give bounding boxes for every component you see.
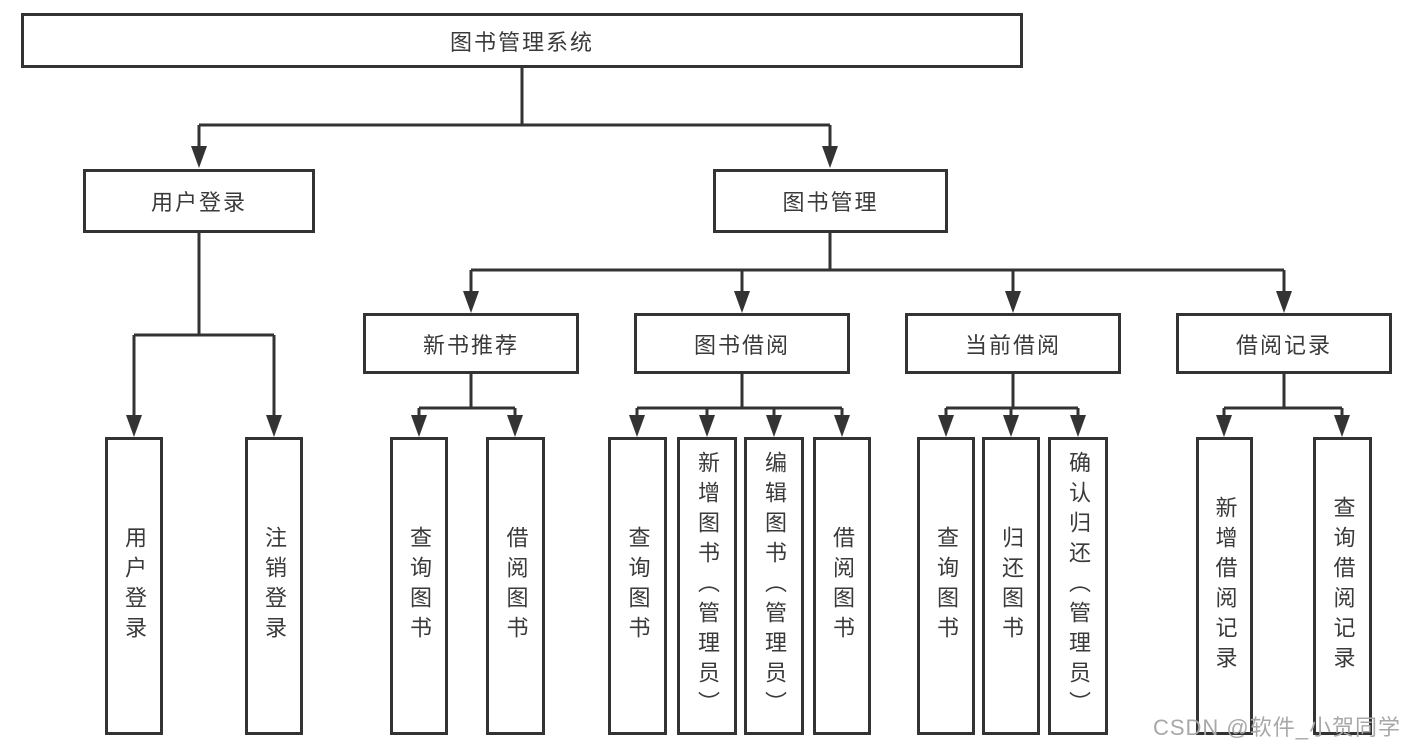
node-current-borrowing: 当前借阅 [905,313,1121,374]
arrowhead [1003,415,1019,437]
node-label: 借阅图书 [503,526,529,646]
leaf-query-books: 查询图书 [390,437,448,735]
branch-borrowing-records [1216,374,1350,437]
node-label: 注销登录 [262,526,287,646]
branch-current-borrowing [938,374,1086,437]
node-label: 借阅图书 [830,526,855,646]
branch-book-borrowing [629,374,850,437]
node-label: 新增借阅记录 [1212,496,1238,676]
arrowhead [411,415,427,437]
arrowhead [938,415,954,437]
node-label: 图书借阅 [693,332,790,358]
arrowhead [507,415,523,437]
node-new-book-recommendation: 新书推荐 [363,313,579,374]
arrowhead [1070,415,1086,437]
leaf-confirm-return-admin: 确认归还（管理员） [1048,437,1108,735]
node-label: 编辑图书（管理员） [762,451,787,721]
leaf-borrow-books: 借阅图书 [486,437,545,735]
branch-new-book-recommendation [411,374,523,437]
arrowhead [266,415,282,437]
node-library-management-system: 图书管理系统 [21,13,1023,68]
leaf-query-books-current: 查询图书 [917,437,975,735]
leaf-query-borrow-record: 查询借阅记录 [1313,437,1372,735]
arrowhead [766,415,782,437]
node-book-management: 图书管理 [713,169,948,233]
csdn-watermark: CSDN @软件_小贺同学 [1152,715,1401,740]
branch-user-login [126,233,282,437]
node-label: 新书推荐 [422,332,519,358]
arrowhead [126,415,142,437]
node-label: 新增图书（管理员） [695,451,720,721]
node-label: 图书管理 [782,190,879,215]
arrowhead [629,415,645,437]
branch-book-management [463,233,1292,313]
leaf-add-borrow-record: 新增借阅记录 [1196,437,1253,735]
arrowhead [191,146,207,168]
arrowhead [822,146,838,168]
node-label: 用户登录 [150,190,247,215]
leaf-query-books-borrow: 查询图书 [608,437,667,735]
arrowhead [463,291,479,313]
leaf-logout: 注销登录 [245,437,303,735]
node-label: 查询图书 [407,526,432,646]
node-label: 当前借阅 [964,332,1061,358]
branch-root [191,68,838,168]
arrowhead [1216,415,1232,437]
leaf-edit-books-admin: 编辑图书（管理员） [744,437,804,735]
arrowhead [1005,291,1021,313]
node-book-borrowing: 图书借阅 [634,313,850,374]
node-label: 借阅记录 [1235,332,1332,358]
node-label: 图书管理系统 [449,29,594,55]
arrowhead [834,415,850,437]
leaf-return-books: 归还图书 [982,437,1040,735]
node-label: 查询图书 [934,526,959,646]
node-label: 用户登录 [122,526,147,646]
leaf-user-login: 用户登录 [105,437,163,735]
node-label: 归还图书 [999,526,1024,646]
arrowhead [734,291,750,313]
node-label: 查询图书 [625,526,651,646]
leaf-borrow-books-2: 借阅图书 [813,437,871,735]
leaf-add-books-admin: 新增图书（管理员） [677,437,737,735]
node-label: 查询借阅记录 [1330,496,1356,676]
arrowhead [1334,415,1350,437]
node-label: 确认归还（管理员） [1066,451,1091,721]
arrowhead [699,415,715,437]
node-user-login: 用户登录 [83,169,315,233]
arrowhead [1276,291,1292,313]
node-borrowing-records: 借阅记录 [1176,313,1392,374]
